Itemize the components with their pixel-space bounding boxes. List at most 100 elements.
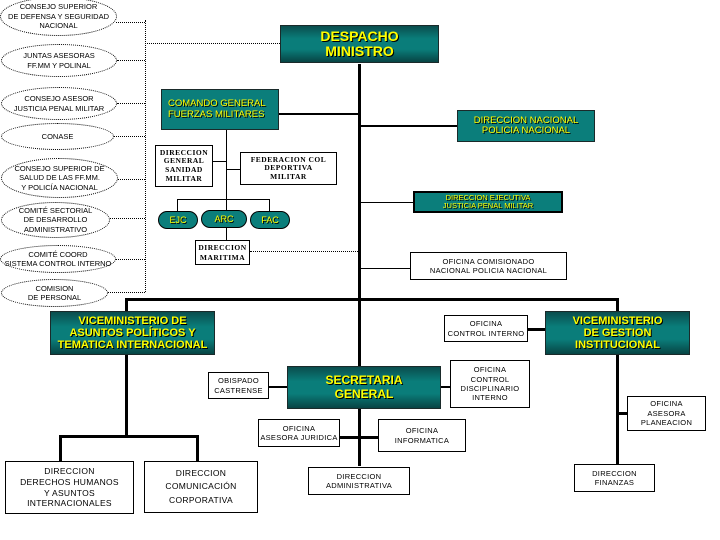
administrativa-label: ADMINISTRATIVA xyxy=(325,481,392,490)
oficina-control-interno[interactable]: OFICINA CONTROL INTERNO xyxy=(444,315,528,342)
force-ejc[interactable]: EJC xyxy=(158,211,198,229)
disciplinario-label: OFICINA xyxy=(473,365,507,375)
vice-drop-left xyxy=(125,298,128,312)
advisory-consejo-superior-defensa[interactable]: CONSEJO SUPERIOR DE DEFENSA Y SEGURIDAD … xyxy=(0,0,117,36)
despacho-ministro[interactable]: DESPACHO MINISTRO xyxy=(280,25,439,63)
vice-politicos-label: ASUNTOS POLÍTICOS Y xyxy=(69,326,196,339)
advisory-conase[interactable]: CONASE xyxy=(1,123,114,150)
comando-general[interactable]: COMANDO GENERAL FUERZAS MILITARES xyxy=(161,89,279,130)
advisory-label: NACIONAL xyxy=(39,21,78,31)
advisory-comite-coord[interactable]: COMITÉ COORD SISTEMA CONTROL INTERNO xyxy=(0,245,116,273)
planeacion-label: PLANEACION xyxy=(640,418,693,428)
force-label: FAC xyxy=(261,215,279,225)
force-fac[interactable]: FAC xyxy=(250,211,290,229)
direccion-finanzas[interactable]: DIRECCION FINANZAS xyxy=(574,464,655,492)
direccion-comunicacion-corporativa[interactable]: DIRECCION COMUNICACIÓN CORPORATIVA xyxy=(144,461,258,513)
advisory-label: COMITÉ COORD xyxy=(28,249,88,259)
obispado-castrense[interactable]: OBISPADO CASTRENSE xyxy=(208,372,269,399)
advisory-comision-personal[interactable]: COMISION DE PERSONAL xyxy=(1,279,108,307)
direccion-maritima[interactable]: DIRECCION MARITIMA xyxy=(195,240,250,265)
force-arc[interactable]: ARC xyxy=(201,210,247,228)
juridica-label: ASESORA JURIDICA xyxy=(260,433,338,442)
oficina-asesora-planeacion[interactable]: OFICINA ASESORA PLANEACION xyxy=(627,396,706,431)
despacho-label: DESPACHO xyxy=(320,27,399,44)
oficina-comisionado-policia[interactable]: OFICINA COMISIONADO NACIONAL POLICIA NAC… xyxy=(410,252,567,280)
advisory-link-7 xyxy=(108,292,145,293)
advisory-label: Y POLICÍA NACIONAL xyxy=(21,182,98,192)
vice-gestion-label: INSTITUCIONAL xyxy=(575,339,660,352)
main-spine xyxy=(358,64,361,300)
ddhh-label: DIRECCION xyxy=(44,466,95,477)
oficina-informatica[interactable]: OFICINA INFORMATICA xyxy=(378,419,466,452)
oficina-control-disciplinario[interactable]: OFICINA CONTROL DISCIPLINARIO INTERNO xyxy=(450,360,530,408)
federacion-label: MILITAR xyxy=(270,171,307,181)
direccion-derechos-humanos[interactable]: DIRECCION DERECHOS HUMANOS Y ASUNTOS INT… xyxy=(5,461,134,514)
sanidad-link xyxy=(212,161,226,162)
comando-link xyxy=(278,113,360,115)
control-interno-link xyxy=(527,328,545,331)
advisory-consejo-superior-salud[interactable]: CONSEJO SUPERIOR DE SALUD DE LAS FF.MM. … xyxy=(1,158,118,198)
advisory-link-3 xyxy=(114,136,145,137)
federacion-label: FEDERACION COL xyxy=(250,154,327,164)
secretaria-general[interactable]: SECRETARIA GENERAL xyxy=(287,366,441,409)
advisory-label: CONSEJO SUPERIOR DE xyxy=(14,163,105,173)
advisory-label: JUNTAS ASESORAS xyxy=(23,51,95,61)
justicia-link xyxy=(360,202,414,203)
obispado-label: OBISPADO xyxy=(217,376,260,386)
direccion-sanidad-militar[interactable]: DIRECCION GENERAL SANIDAD MILITAR xyxy=(155,145,213,187)
planeacion-label: ASESORA xyxy=(647,408,686,418)
juridica-informatica-bar xyxy=(340,436,378,439)
oficina-asesora-juridica[interactable]: OFICINA ASESORA JURIDICA xyxy=(258,419,340,447)
planeacion-label: OFICINA xyxy=(650,399,683,409)
sanidad-label: SANIDAD xyxy=(165,165,203,174)
maritima-link xyxy=(250,251,358,252)
comunicacion-label: CORPORATIVA xyxy=(169,494,233,505)
policia-label: POLICIA NACIONAL xyxy=(481,125,571,136)
advisory-label: CONSEJO SUPERIOR xyxy=(19,2,98,12)
advisory-link-5 xyxy=(110,218,145,219)
advisory-comite-sectorial[interactable]: COMITÉ SECTORIAL DE DESARROLLO ADMINISTR… xyxy=(1,202,110,238)
vice-politicos-label: VICEMINISTERIO DE xyxy=(78,314,187,327)
comando-stem xyxy=(226,129,227,213)
advisory-to-despacho xyxy=(145,43,280,44)
force-label: ARC xyxy=(214,214,234,224)
advisory-link-0 xyxy=(116,22,145,23)
administrativa-label: DIRECCION xyxy=(336,471,382,481)
forces-drop-ejc xyxy=(177,199,178,212)
control-interno-label: OFICINA xyxy=(469,319,503,329)
justicia-label: JUSTICIA PENAL MILITAR xyxy=(442,201,534,210)
secretaria-label: GENERAL xyxy=(334,386,394,401)
viceministerio-gestion-institucional[interactable]: VICEMINISTERIO DE GESTION INSTITUCIONAL xyxy=(545,311,690,355)
advisory-consejo-asesor-justicia[interactable]: CONSEJO ASESOR JUSTICIA PENAL MILITAR xyxy=(1,87,117,120)
juridica-label: OFICINA xyxy=(282,423,316,433)
sanidad-label: GENERAL xyxy=(163,156,205,166)
sanidad-label: MILITAR xyxy=(165,173,203,183)
arc-to-maritima xyxy=(226,228,227,240)
federacion-label: DEPORTIVA xyxy=(264,163,313,173)
advisory-label: CONASE xyxy=(41,131,74,141)
disciplinario-link xyxy=(440,386,450,388)
viceministerio-asuntos-politicos[interactable]: VICEMINISTERIO DE ASUNTOS POLÍTICOS Y TE… xyxy=(50,311,215,355)
ddhh-label: Y ASUNTOS xyxy=(43,487,96,498)
advisory-link-4 xyxy=(118,179,145,180)
forces-bar xyxy=(177,199,270,200)
comisionado-label: OFICINA COMISIONADO xyxy=(442,256,535,266)
direccion-policia-nacional[interactable]: DIRECCION NACIONAL POLICIA NACIONAL xyxy=(457,110,595,142)
federacion-deportiva-militar[interactable]: FEDERACION COL DEPORTIVA MILITAR xyxy=(240,152,337,185)
advisory-label: SALUD DE LAS FF.MM. xyxy=(19,173,100,183)
advisory-link-6 xyxy=(115,259,145,260)
advisory-label: DE PERSONAL xyxy=(27,293,82,302)
advisory-label: COMISION xyxy=(35,283,74,293)
advisory-label: COMITÉ SECTORIAL xyxy=(18,205,93,215)
vice-right-stem xyxy=(616,355,619,465)
forces-drop-fac xyxy=(269,199,270,212)
advisory-juntas-asesoras[interactable]: JUNTAS ASESORAS FF.MM Y POLINAL xyxy=(1,44,117,77)
ddhh-label: INTERNACIONALES xyxy=(27,498,112,509)
disciplinario-label: INTERNO xyxy=(472,393,508,403)
comando-label: COMANDO GENERAL xyxy=(168,98,266,110)
finanzas-label: DIRECCION xyxy=(592,468,637,478)
direccion-justicia-penal-militar[interactable]: DIRECCION EJECUTIVA JUSTICIA PENAL MILIT… xyxy=(413,191,563,213)
control-interno-label: CONTROL INTERNO xyxy=(447,328,525,338)
vice-gestion-label: VICEMINISTERIO xyxy=(572,314,663,327)
direccion-administrativa[interactable]: DIRECCION ADMINISTRATIVA xyxy=(308,467,410,495)
